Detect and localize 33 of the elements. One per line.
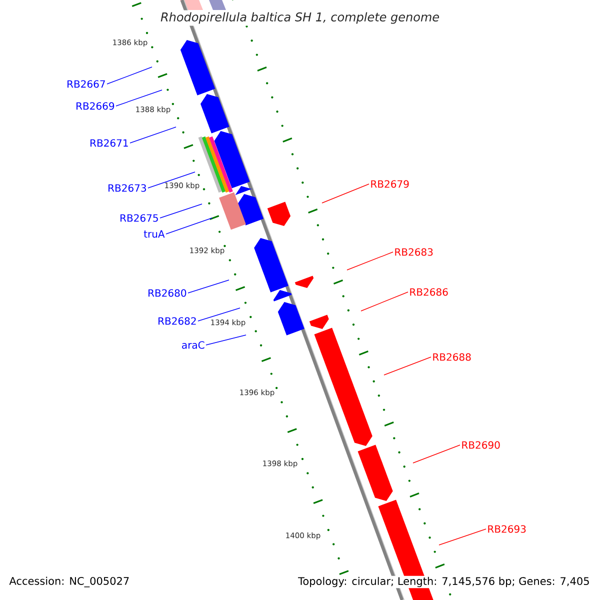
leader-line — [116, 90, 162, 106]
leader-line — [106, 66, 152, 84]
gene-label: RB2693 — [488, 525, 526, 533]
gene-label: RB2679 — [371, 180, 409, 188]
footer-text: Accession: NC_005027 — [8, 576, 131, 588]
leader-line — [130, 126, 176, 144]
gene-label: RB2671 — [90, 139, 128, 147]
leader-line — [206, 334, 246, 346]
gene-label: RB2673 — [108, 184, 146, 192]
leader-line — [384, 356, 432, 376]
leader-line — [166, 218, 212, 234]
leader-line — [198, 308, 240, 322]
gene-label: RB2680 — [148, 289, 186, 297]
gene-label: RB2690 — [462, 441, 500, 449]
gene-label: RB2667 — [68, 80, 105, 88]
gene-label: truA — [144, 230, 165, 238]
leader-line — [148, 172, 196, 188]
leader-line — [438, 528, 486, 546]
gene-label: RB2688 — [433, 353, 471, 361]
leader-line — [322, 184, 370, 204]
gene-label: RB2682 — [158, 317, 196, 325]
footer-text: Topology: circular; Length: 7,145,576 bp; Genes: 7,405 — [297, 576, 591, 588]
gene-label: RB2675 — [120, 214, 158, 222]
gene-label: RB2683 — [395, 248, 433, 256]
leader-line — [346, 252, 394, 270]
title: Rhodopirellula baltica SH 1, complete genome — [158, 10, 442, 26]
leader-line — [188, 280, 230, 294]
gene-label: RB2686 — [410, 288, 448, 296]
gene-label: araC — [182, 341, 204, 349]
leader-line — [412, 444, 460, 464]
leader-line — [160, 204, 202, 218]
leader-line — [360, 292, 408, 312]
gene-label: RB2669 — [76, 102, 114, 110]
